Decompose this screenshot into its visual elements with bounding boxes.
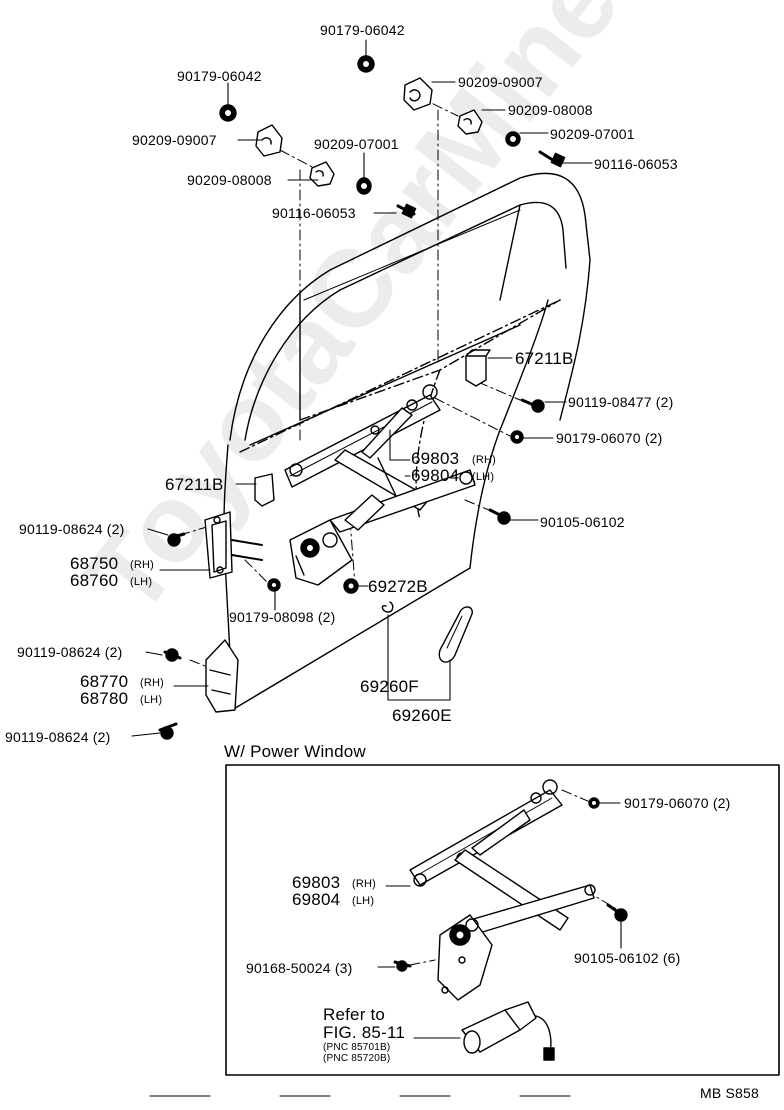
label-90119-08477: 90119-08477 (2) (568, 394, 674, 410)
mid-washer (356, 177, 372, 195)
bolt-pw-90105-06102 (606, 903, 628, 922)
bolt-right-upper (538, 150, 566, 168)
clip-left-upper (255, 124, 283, 157)
bolt-90105-06102 (488, 508, 511, 525)
label-67211b-left: 67211B (165, 475, 224, 494)
label-90116-06053-right: 90116-06053 (594, 156, 678, 172)
guide-lines (179, 94, 619, 966)
label-68780: 68780 (80, 689, 129, 708)
window-regulator-power (409, 779, 596, 1001)
label-90105-06102: 90105-06102 (540, 514, 625, 530)
label-90209-07001-right: 90209-07001 (550, 126, 635, 142)
bracket-line-69260 (387, 614, 451, 701)
clip-right-upper (403, 77, 433, 111)
nut-90179-06070 (510, 430, 524, 444)
nut-pw-90179-06070 (588, 797, 600, 809)
sheet-code: MB S858 (700, 1085, 759, 1101)
label-pw-69804: 69804 (292, 890, 341, 909)
label-90179-08098: 90179-08098 (2) (229, 609, 336, 625)
window-regulator-manual (284, 384, 476, 586)
hinge-upper (167, 511, 263, 579)
nut-69272b (343, 578, 359, 594)
label-69260e: 69260E (392, 706, 452, 725)
label-68770: 68770 (80, 672, 129, 691)
label-69260f: 69260F (360, 677, 419, 696)
window-handle-69260e (438, 606, 473, 663)
label-69803: 69803 (411, 449, 460, 468)
label-69804: 69804 (411, 466, 460, 485)
bolt-mid (396, 203, 417, 219)
label-90179-06042-left: 90179-06042 (177, 68, 262, 84)
label-pw-90179-06070: 90179-06070 (2) (624, 795, 731, 811)
label-90116-06053-mid: 90116-06053 (272, 205, 356, 221)
label-90209-08008-right: 90209-08008 (508, 102, 593, 118)
nut-90179-08098 (267, 578, 281, 592)
section-title-power-window: W/ Power Window (224, 742, 366, 761)
pw-leader-lines (377, 802, 622, 1039)
window-motor (461, 1001, 555, 1061)
bracket-67211b-right (465, 349, 491, 387)
label-90209-08008-left: 90209-08008 (187, 172, 272, 188)
left-washer (219, 104, 237, 122)
label-90209-09007-right: 90209-09007 (458, 74, 543, 90)
hinge-lower (158, 639, 239, 740)
clip-69260f (381, 601, 394, 613)
label-68770-rh: (RH) (140, 677, 165, 689)
top-washer (357, 55, 375, 73)
label-68750-rh: (RH) (130, 559, 155, 571)
label-pw-90105-06102: 90105-06102 (6) (574, 950, 681, 966)
pnc-reference-2: (PNC 85720B) (323, 1053, 391, 1064)
label-90119-08624-c: 90119-08624 (2) (5, 729, 111, 745)
fig-reference-link[interactable]: FIG. 85-11 (323, 1023, 405, 1042)
label-90209-09007-left: 90209-09007 (132, 132, 217, 148)
door-panel-outline (223, 172, 591, 711)
pnc-reference-1: (PNC 85701B) (323, 1042, 391, 1053)
bracket-67211b-left (254, 473, 275, 507)
leader-lines (131, 39, 593, 737)
label-69803-rh: (RH) (472, 454, 497, 466)
clip-right-lower (457, 109, 483, 135)
label-69272b: 69272B (368, 577, 428, 596)
label-68750: 68750 (70, 554, 119, 573)
label-69804-lh: (LH) (472, 471, 495, 483)
label-90119-08624-b: 90119-08624 (2) (17, 644, 123, 660)
refer-to-text: Refer to (323, 1005, 386, 1024)
label-68760: 68760 (70, 571, 119, 590)
label-pw-69803: 69803 (292, 873, 341, 892)
bolt-pw-90168-50024 (393, 960, 412, 972)
label-67211b-right: 67211B (515, 349, 574, 368)
right-washer (505, 131, 521, 147)
label-68760-lh: (LH) (130, 576, 153, 588)
label-90179-06042-top: 90179-06042 (320, 22, 405, 38)
clip-left-lower (309, 161, 335, 187)
bolt-90119-08477 (520, 398, 545, 413)
label-pw-90168-50024: 90168-50024 (3) (246, 960, 353, 976)
label-pw-69804-lh: (LH) (352, 895, 375, 907)
power-window-box (225, 764, 780, 1076)
label-90209-07001-mid: 90209-07001 (314, 136, 399, 152)
label-68780-lh: (LH) (140, 694, 163, 706)
label-90119-08624-a: 90119-08624 (2) (19, 521, 125, 537)
label-90179-06070: 90179-06070 (2) (556, 430, 663, 446)
label-pw-69803-rh: (RH) (352, 878, 377, 890)
